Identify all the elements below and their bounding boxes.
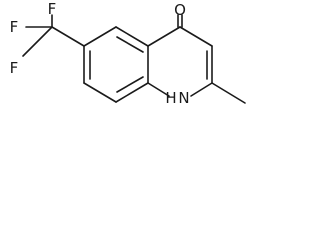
molecule-structure-diagram: O F F F N H xyxy=(10,0,246,107)
fluorine-atom-label-top: F xyxy=(48,0,57,18)
oxygen-atom-label: O xyxy=(174,1,186,19)
bond-cf3-f3 xyxy=(22,26,53,57)
bond-c6-cf3 xyxy=(51,26,85,47)
nitrogen-atom-label: N xyxy=(178,89,189,107)
bond-c4-c3 xyxy=(179,26,213,47)
bond-c2-methyl xyxy=(211,82,246,104)
fluorine-atom-label-bottom: F xyxy=(10,59,19,77)
bond-n1-c8a xyxy=(147,82,170,97)
fluorine-atom-label-left: F xyxy=(10,18,19,36)
bond-c7-c8 xyxy=(83,82,117,103)
nh-hydrogen-label: H xyxy=(165,89,176,107)
bond-c4a-c4 xyxy=(147,26,181,47)
bond-c4a-c5-inner xyxy=(116,36,144,53)
bond-c8-c8a-inner xyxy=(116,76,144,93)
bond-c4a-c5-outer xyxy=(115,26,149,47)
bond-c8-c8a-outer xyxy=(115,82,149,103)
bond-c2-n1 xyxy=(190,82,213,97)
bond-c5-c6 xyxy=(83,26,117,47)
